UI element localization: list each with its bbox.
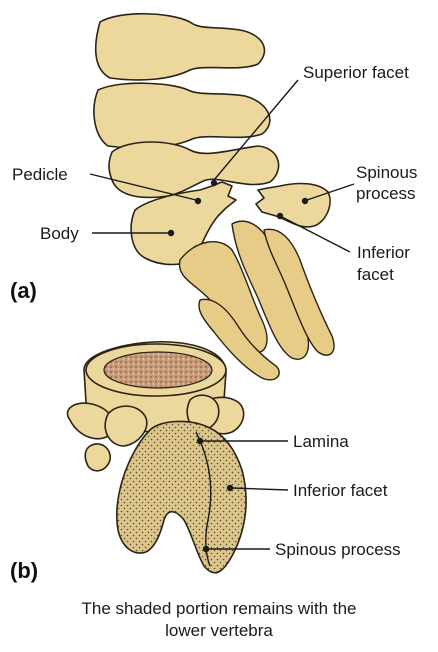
vertebra-1 bbox=[96, 14, 265, 80]
label-inferior-facet-line2: facet bbox=[357, 265, 394, 284]
oblique-vertebra-drawing bbox=[67, 342, 246, 573]
vertebra-2 bbox=[94, 83, 270, 148]
pointer-lamina bbox=[197, 438, 203, 444]
pointer-superior-facet bbox=[211, 180, 217, 186]
label-superior-facet: Superior facet bbox=[303, 63, 409, 82]
pointer-pedicle bbox=[195, 198, 201, 204]
cancellous-bone bbox=[104, 352, 212, 388]
pointer-inferior-facet bbox=[277, 213, 283, 219]
label-inferior-facet-b: Inferior facet bbox=[293, 481, 388, 500]
left-lower-process bbox=[85, 444, 110, 471]
pointer-spinous-process bbox=[302, 198, 308, 204]
label-lamina: Lamina bbox=[293, 432, 349, 451]
panel-letter-a: (a) bbox=[10, 278, 37, 303]
shaded-posterior-arch bbox=[117, 421, 246, 572]
pointer-spinous-process-b bbox=[203, 546, 209, 552]
label-inferior-facet-line1: Inferior bbox=[357, 243, 410, 262]
label-body: Body bbox=[40, 224, 79, 243]
vertebra-3 bbox=[109, 142, 279, 197]
panel-letter-b: (b) bbox=[10, 558, 38, 583]
caption-line-1: The shaded portion remains with the bbox=[82, 599, 357, 618]
lateral-spine-drawing bbox=[94, 14, 334, 380]
caption-line-2: lower vertebra bbox=[165, 621, 273, 640]
label-spinous-process-line1: Spinous bbox=[356, 163, 417, 182]
left-superior-facet bbox=[105, 406, 147, 446]
label-spinous-process-line2: process bbox=[356, 184, 416, 203]
label-pedicle: Pedicle bbox=[12, 165, 68, 184]
vertebra-4-posterior bbox=[256, 184, 330, 227]
pointer-inferior-facet-b bbox=[227, 485, 233, 491]
pointer-body bbox=[168, 230, 174, 236]
label-spinous-process-b: Spinous process bbox=[275, 540, 401, 559]
